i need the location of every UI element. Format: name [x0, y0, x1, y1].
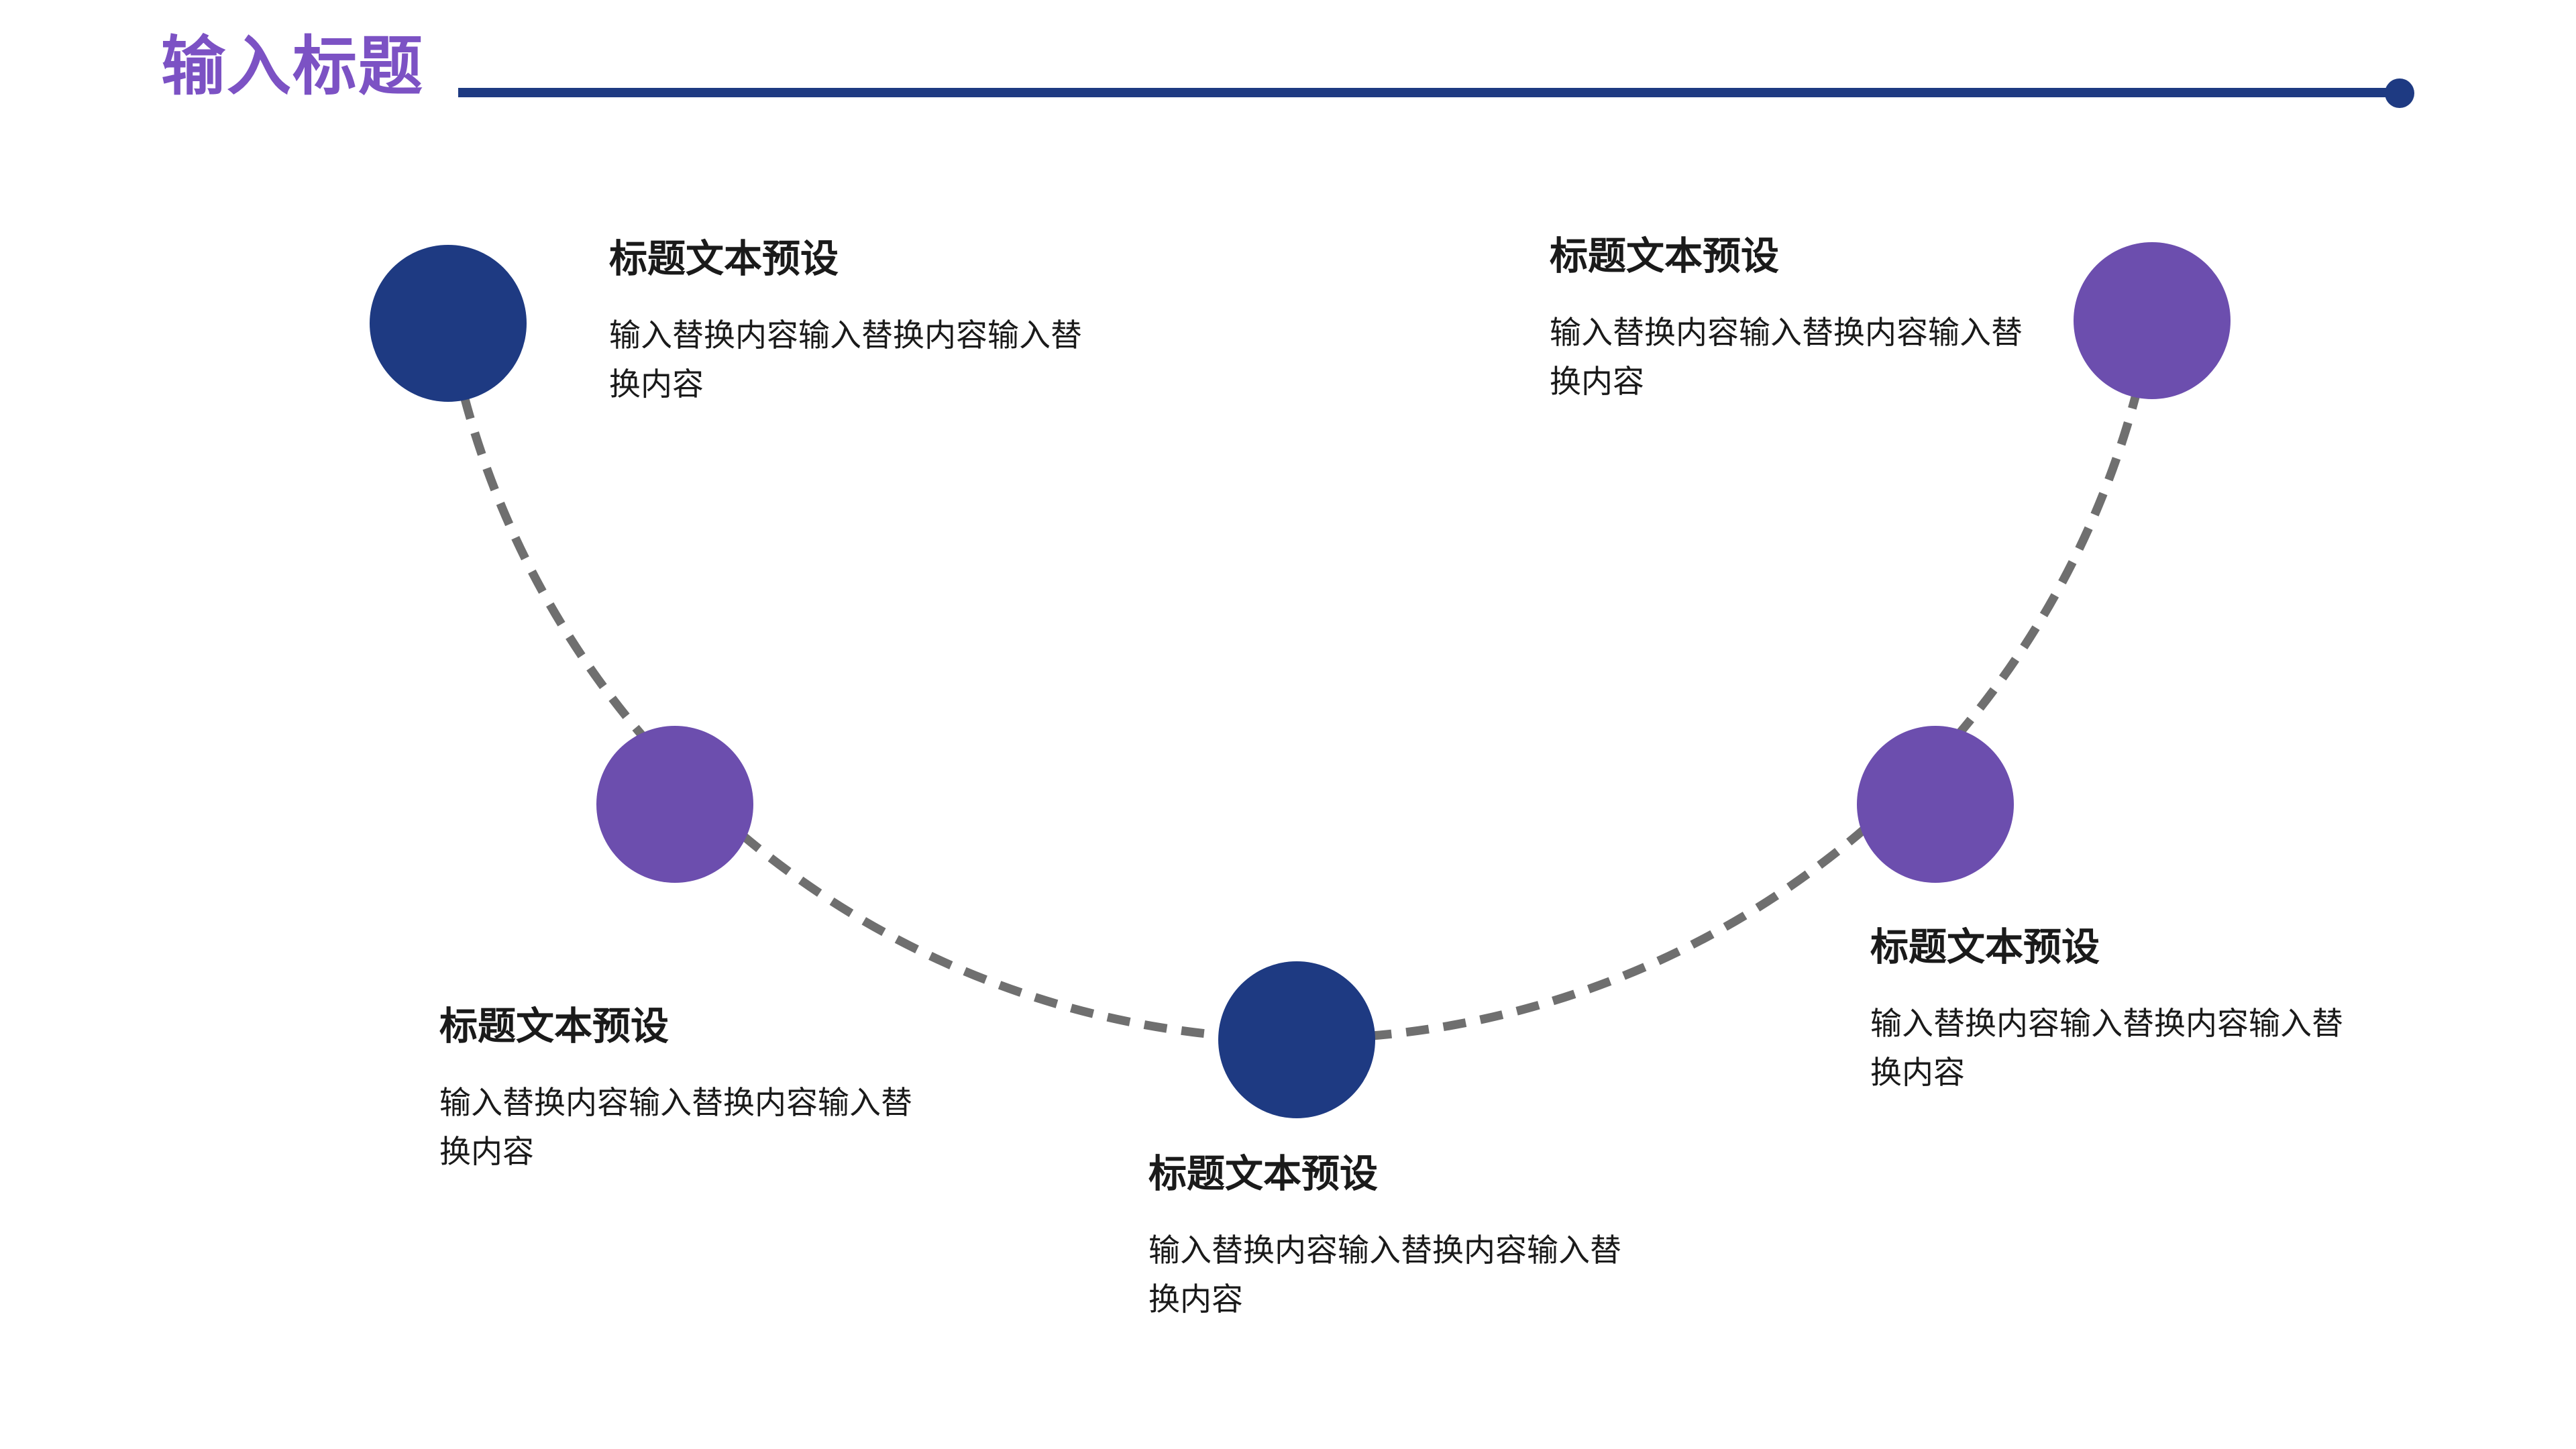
line-end-dot-icon [2385, 78, 2414, 108]
step-text-block-4: 标题文本预设 输入替换内容输入替换内容输入替换内容 [1870, 924, 2380, 1097]
step-description: 输入替换内容输入替换内容输入替换内容 [439, 1085, 912, 1170]
step-circle-5 [2074, 242, 2231, 399]
step-circle-2 [596, 726, 753, 883]
step-text-block-1: 标题文本预设 输入替换内容输入替换内容输入替换内容 [609, 236, 1119, 409]
step-text-block-2: 标题文本预设 输入替换内容输入替换内容输入替换内容 [439, 1004, 949, 1177]
step-text-block-5: 标题文本预设 输入替换内容输入替换内容输入替换内容 [1550, 233, 2059, 407]
step-title: 标题文本预设 [439, 1005, 669, 1048]
page-title: 输入标题 [161, 31, 424, 103]
step-description: 输入替换内容输入替换内容输入替换内容 [1148, 1232, 1621, 1318]
step-circle-4 [1857, 726, 2014, 883]
step-circle-1 [370, 245, 527, 402]
step-title: 标题文本预设 [1148, 1152, 1378, 1195]
step-circle-3 [1218, 961, 1375, 1118]
step-text-block-3: 标题文本预设 输入替换内容输入替换内容输入替换内容 [1148, 1151, 1658, 1324]
step-title: 标题文本预设 [609, 237, 839, 280]
step-description: 输入替换内容输入替换内容输入替换内容 [1550, 315, 2023, 400]
header-divider-line [458, 88, 2392, 97]
step-title: 标题文本预设 [1550, 235, 1779, 278]
step-title: 标题文本预设 [1870, 926, 2100, 969]
step-description: 输入替换内容输入替换内容输入替换内容 [609, 317, 1082, 402]
step-description: 输入替换内容输入替换内容输入替换内容 [1870, 1006, 2343, 1091]
